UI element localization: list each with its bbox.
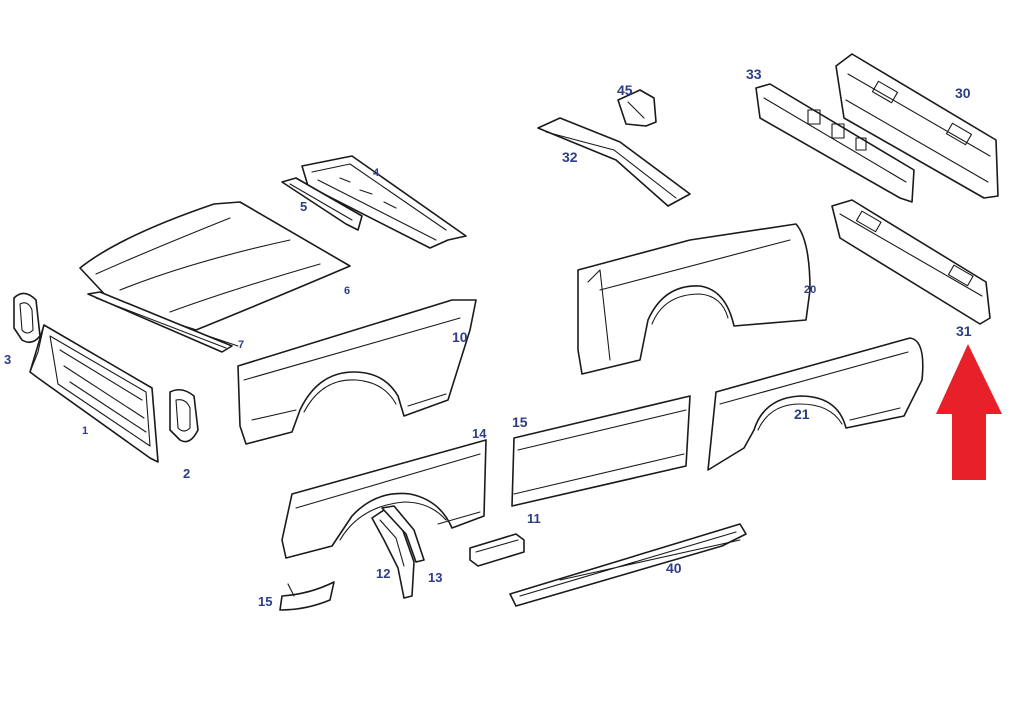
- part-3-left-headlight-bucket: [13, 292, 41, 344]
- callout-6: 6: [344, 285, 350, 297]
- callout-12: 12: [376, 566, 390, 581]
- part-1-front-grille-panel: [29, 324, 159, 463]
- callout-14: 14: [472, 426, 487, 441]
- callout-13: 13: [428, 570, 442, 585]
- part-11-rocker-extension: [469, 533, 525, 567]
- part-32-roof-rail: [537, 117, 691, 207]
- callout-40: 40: [666, 560, 682, 576]
- part-40-rocker-panel: [509, 523, 747, 607]
- callout-32: 32: [562, 149, 578, 165]
- part-31-lower-rear-valance: [831, 199, 991, 325]
- callout-31: 31: [956, 323, 972, 339]
- callout-33: 33: [746, 66, 762, 82]
- callout-3: 3: [4, 352, 11, 367]
- callout-4: 4: [373, 167, 380, 179]
- callout-15-trim: 15: [258, 594, 272, 609]
- callout-7: 7: [238, 339, 244, 351]
- part-33-rear-inner-panel: [755, 83, 915, 203]
- callout-30: 30: [955, 85, 971, 101]
- callout-45: 45: [617, 82, 633, 98]
- callout-15-door: 15: [512, 414, 528, 430]
- part-10-front-fender: [237, 299, 477, 445]
- part-2-right-headlight-bucket: [169, 388, 199, 443]
- callout-5: 5: [300, 199, 307, 214]
- arrow-up-icon: [936, 344, 1002, 480]
- part-5-cowl-strip: [281, 177, 363, 231]
- callout-2: 2: [183, 466, 190, 481]
- part-21-quarter-outer-skin: [707, 337, 924, 471]
- part-15-lower-trim: [279, 581, 335, 611]
- callout-11: 11: [527, 511, 541, 526]
- part-13-wheel-arch-brace: [381, 505, 425, 563]
- part-7-hood-trim-strip: [87, 291, 233, 353]
- callout-20: 20: [804, 284, 816, 296]
- part-30-rear-body-panel: [835, 53, 999, 199]
- part-15-door-skin: [511, 395, 691, 507]
- callout-1: 1: [82, 425, 88, 437]
- part-6-hood: [79, 201, 351, 347]
- part-14-quarter-lower-panel: [281, 439, 487, 559]
- part-20-rear-quarter-panel: [577, 223, 811, 375]
- part-45-corner-bracket: [617, 89, 657, 127]
- callout-10: 10: [452, 329, 468, 345]
- callout-21: 21: [794, 406, 810, 422]
